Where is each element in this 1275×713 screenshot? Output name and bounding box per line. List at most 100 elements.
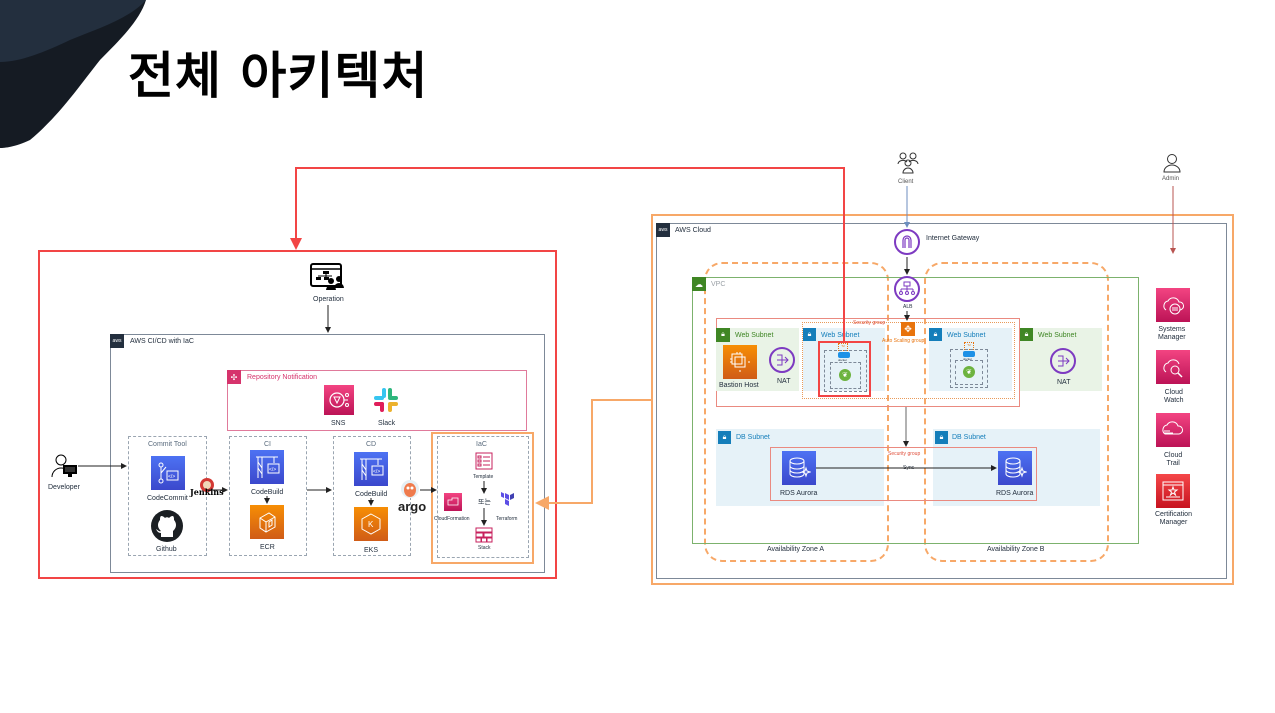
docker-b-icon [963, 351, 975, 357]
template-icon [475, 452, 493, 470]
certificate-manager-line2: Manager [1159, 519, 1188, 526]
codecommit-label: CodeCommit [147, 495, 188, 502]
eks-icon: K [354, 507, 388, 541]
iac-group [437, 436, 529, 558]
slack-label: Slack [378, 420, 396, 427]
alb-icon [894, 276, 920, 302]
ecr-label: ECR [260, 544, 275, 551]
iac-title: IaC [476, 441, 487, 448]
db-subnet-a-label: DB Subnet [736, 434, 770, 441]
web-subnet-public-b-label: Web Subnet [1038, 332, 1077, 339]
developer-icon [50, 452, 80, 480]
stack-label: Stack [478, 545, 491, 551]
az-a-label: Availability Zone A [767, 546, 825, 553]
vpc-label: VPC [711, 281, 726, 288]
az-b-label: Availability Zone B [987, 546, 1045, 553]
aws-logo-icon: aws [110, 334, 124, 348]
certificate-manager-icon [1156, 474, 1190, 508]
rds-aurora-a-icon [782, 451, 816, 485]
nat-b-label: NAT [1057, 379, 1071, 386]
cloudtrail-line1: Cloud [1164, 452, 1183, 459]
terraform-icon [501, 492, 515, 508]
rds-aurora-b-icon [998, 451, 1032, 485]
web-security-group-label: Security group [853, 320, 886, 326]
cloudformation-label: CloudFormation [434, 516, 470, 522]
sync-label: Sync [903, 465, 915, 471]
github-icon [150, 509, 184, 543]
container-b-inner [955, 360, 983, 385]
alb-label: ALB [903, 304, 913, 310]
availability-zone-b [924, 262, 1109, 562]
admin-icon [1162, 152, 1182, 174]
terraform-label: Terraform [496, 516, 518, 522]
rds-aurora-a-label: RDS Aurora [780, 490, 818, 497]
codecommit-icon: </> [151, 456, 185, 490]
web-subnet-public-b-lock-icon: 🔒︎ [1020, 328, 1033, 341]
cicd-container-title: AWS CI/CD with IaC [130, 338, 194, 345]
bastion-host-label: Bastion Host [719, 382, 759, 389]
commit-tool-title: Commit Tool [148, 441, 187, 448]
rds-aurora-b-label: RDS Aurora [996, 490, 1034, 497]
nat-icon-b [1050, 348, 1076, 374]
bastion-host-icon [723, 345, 757, 379]
template-label: Template [473, 474, 494, 480]
cloudwatch-line1: Cloud [1164, 389, 1183, 396]
page-title: 전체 아키텍처 [128, 47, 429, 105]
db-security-group [770, 447, 1037, 501]
docker-a-label: docker [838, 358, 848, 362]
svg-text:</>: </> [373, 469, 380, 475]
ci-codebuild-icon: </> [250, 450, 284, 484]
or-label: 또는 [478, 499, 491, 506]
svg-text:</>: </> [269, 467, 276, 473]
client-icon [895, 152, 921, 174]
iac-highlight-frame[interactable] [431, 432, 534, 564]
t2-a-label: T2 [841, 344, 845, 348]
stack-icon [475, 527, 493, 543]
docker-b-label: docker [963, 357, 973, 361]
spring-b-icon: ❦ [963, 366, 975, 378]
operation-icon [308, 262, 348, 292]
web-subnet-private-b [929, 328, 1012, 391]
svg-text:K: K [368, 520, 374, 529]
instance-b-outer [950, 349, 988, 388]
aws-cloud-logo-icon: aws [656, 223, 670, 237]
t2-b-label: T2 [967, 343, 971, 347]
certificate-manager-line1: Certification [1155, 511, 1192, 518]
repository-notification-title: Repository Notification [247, 374, 318, 381]
web-subnet-private-b-lock-icon: 🔒︎ [929, 328, 942, 341]
vpc-container [692, 277, 1139, 544]
ci-group [229, 436, 307, 556]
cloud-highlight-frame[interactable] [651, 214, 1234, 585]
auto-scaling-label: Auto Scaling group [882, 338, 925, 344]
jenkins-label: Jenkins [190, 487, 224, 497]
auto-scaling-icon: ✥ [901, 322, 915, 336]
argo-icon [400, 479, 420, 499]
eventbridge-icon: ✣ [227, 370, 241, 384]
sns-icon [324, 385, 354, 415]
db-subnet-b-label: DB Subnet [952, 434, 986, 441]
ci-title: CI [264, 441, 271, 448]
eks-label: EKS [364, 547, 379, 554]
commit-tool-group [128, 436, 207, 556]
systems-manager-line2: Manager [1158, 334, 1186, 341]
cloudformation-icon [444, 493, 462, 511]
cloudtrail-icon [1156, 413, 1190, 447]
db-subnet-b-lock-icon: 🔒︎ [935, 431, 948, 444]
corner-decoration [0, 0, 146, 148]
svg-text:</>: </> [168, 474, 175, 480]
db-security-group-label: Security group [888, 451, 921, 457]
operation-label: Operation [313, 296, 344, 303]
ecr-icon [250, 505, 284, 539]
container-a-inner [830, 362, 861, 389]
db-subnet-a-lock-icon: 🔒︎ [718, 431, 731, 444]
instance-a-outer [824, 350, 867, 392]
docker-a-icon [838, 352, 850, 358]
cloudwatch-icon [1156, 350, 1190, 384]
systems-manager-line1: Systems [1158, 326, 1186, 333]
web-subnet-lock-icon: 🔒︎ [716, 328, 730, 342]
aws-cloud-container [656, 223, 1227, 579]
repository-notification-group [227, 370, 527, 431]
ci-codebuild-label: CodeBuild [251, 489, 284, 496]
